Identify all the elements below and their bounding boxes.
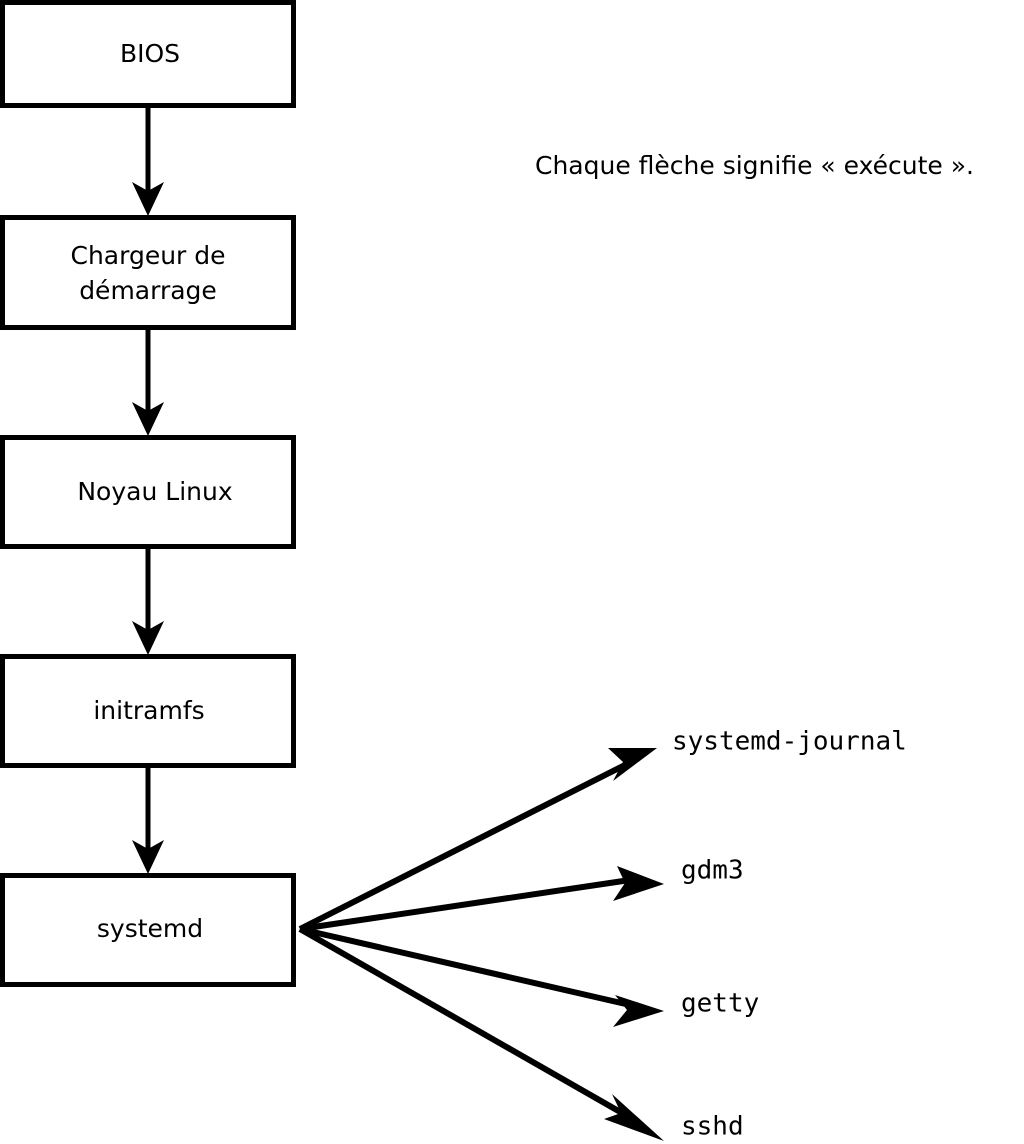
- arrow-head-getty: [613, 995, 664, 1027]
- node-systemd-label: systemd: [97, 914, 203, 943]
- node-bios-label: BIOS: [120, 39, 180, 68]
- fan-arrow-systemd-journal: [298, 748, 657, 932]
- node-bios-rect[interactable]: [0, 0, 296, 108]
- service-label-systemd-journal: systemd-journal: [672, 727, 907, 757]
- node-bootloader[interactable]: Chargeur de démarrage: [0, 215, 296, 330]
- node-bootloader-label-line2: démarrage: [79, 276, 217, 305]
- flow-arrow-kernel-to-initramfs: [132, 547, 164, 655]
- fan-arrow-gdm3: [299, 866, 664, 932]
- node-kernel[interactable]: Noyau Linux: [0, 435, 296, 549]
- flow-arrow-initramfs-to-systemd: [132, 766, 164, 874]
- node-kernel-label: Noyau Linux: [77, 477, 232, 506]
- node-initramfs-rect[interactable]: [0, 654, 296, 768]
- arrow-head-kernel-to-initramfs: [132, 621, 164, 655]
- legend-note: Chaque flèche signifie « exécute ».: [535, 151, 974, 180]
- fan-arrow-getty: [299, 926, 664, 1027]
- fan-line-getty: [299, 926, 631, 1008]
- fan-line-gdm3: [299, 877, 631, 932]
- node-initramfs[interactable]: initramfs: [0, 654, 296, 768]
- fan-line-sshd: [298, 926, 631, 1120]
- fan-line-systemd-journal: [298, 761, 629, 932]
- service-label-gdm3: gdm3: [681, 856, 744, 886]
- service-label-getty: getty: [681, 989, 759, 1019]
- arrow-head-bootloader-to-kernel: [132, 402, 164, 436]
- arrow-head-sshd: [604, 1094, 664, 1141]
- node-systemd[interactable]: systemd: [0, 873, 296, 987]
- node-kernel-rect[interactable]: [0, 435, 296, 549]
- node-bios[interactable]: BIOS: [0, 0, 296, 108]
- flow-arrow-bootloader-to-kernel: [132, 328, 164, 436]
- node-bootloader-rect[interactable]: [0, 215, 296, 330]
- arrow-head-systemd-journal: [608, 748, 657, 781]
- node-initramfs-label: initramfs: [93, 696, 204, 725]
- service-label-sshd: sshd: [681, 1112, 744, 1142]
- arrow-head-bios-to-bootloader: [132, 182, 164, 216]
- arrow-head-gdm3: [613, 866, 664, 901]
- flow-arrow-bios-to-bootloader: [132, 106, 164, 216]
- fan-arrow-sshd: [298, 926, 664, 1141]
- node-bootloader-label-line1: Chargeur de: [70, 241, 225, 270]
- node-systemd-rect[interactable]: [0, 873, 296, 987]
- arrow-head-initramfs-to-systemd: [132, 840, 164, 874]
